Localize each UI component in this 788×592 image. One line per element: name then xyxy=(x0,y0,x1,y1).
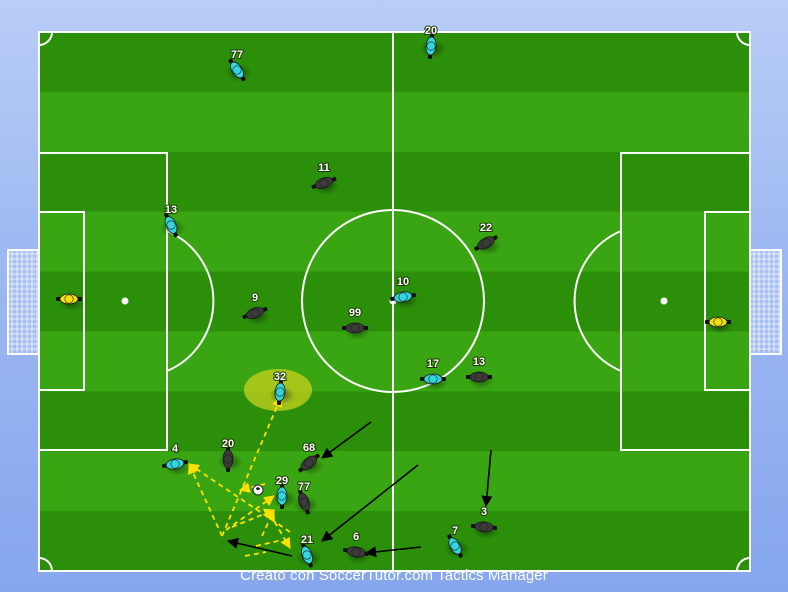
player-cyan-21[interactable]: 21 xyxy=(296,533,322,569)
player-number-label: 20 xyxy=(425,25,437,37)
ball[interactable] xyxy=(252,484,264,496)
run-arrow xyxy=(321,464,419,542)
player-number-label: 22 xyxy=(480,222,492,234)
pass-line xyxy=(221,396,283,537)
pass-line xyxy=(244,551,267,557)
player-number-label: 13 xyxy=(165,204,177,216)
player-dark-9[interactable]: 9 xyxy=(241,291,270,325)
player-number-label: 3 xyxy=(481,506,487,518)
pass-lines xyxy=(188,396,291,557)
player-number-label: 77 xyxy=(231,49,243,61)
player-number-label: 99 xyxy=(349,307,361,319)
player-number-label: 21 xyxy=(301,534,313,546)
player-dark-6[interactable]: 6 xyxy=(342,530,371,564)
player-cyan-29[interactable]: 29 xyxy=(271,474,297,509)
corner-arc-top-left xyxy=(38,31,53,46)
player-cyan-7[interactable]: 7 xyxy=(444,524,470,560)
player-dark-11[interactable]: 11 xyxy=(310,161,339,195)
player-dark-99[interactable]: 99 xyxy=(342,306,370,340)
player-number-label: 20 xyxy=(222,438,234,450)
player-number-label: 11 xyxy=(318,162,330,174)
pass-line xyxy=(238,482,266,493)
pass-line xyxy=(269,513,291,549)
player-cyan-77[interactable]: 77 xyxy=(225,48,252,84)
player-number-label: 10 xyxy=(397,276,409,288)
pass-line xyxy=(261,509,275,537)
player-number-label: 13 xyxy=(473,356,485,368)
player-cyan-17[interactable]: 17 xyxy=(420,357,448,391)
player-dark-68[interactable]: 68 xyxy=(296,441,324,475)
movement-arrows xyxy=(226,421,493,558)
player-number-label: 32 xyxy=(274,371,286,383)
corner-arc-bottom-right xyxy=(736,557,751,572)
corner-arc-top-right xyxy=(736,31,751,46)
right-penalty-spot xyxy=(660,297,668,305)
pass-line xyxy=(225,495,275,531)
player-number-label: 6 xyxy=(353,531,359,543)
player-cyan-20[interactable]: 20 xyxy=(420,24,446,60)
run-arrow xyxy=(364,546,422,558)
pass-line xyxy=(255,539,283,547)
player-number-label: 9 xyxy=(252,292,258,304)
player-dark-13[interactable]: 13 xyxy=(466,355,494,389)
run-arrow xyxy=(321,421,372,459)
player-cyan-4[interactable]: 4 xyxy=(161,442,190,476)
player-cyan-10[interactable]: 10 xyxy=(389,275,418,309)
goalkeeper-right[interactable] xyxy=(705,316,733,334)
run-arrow xyxy=(226,537,293,557)
player-number-label: 29 xyxy=(276,475,288,487)
right-penalty-arc xyxy=(573,230,622,372)
player-number-label: 4 xyxy=(172,443,179,455)
credit-text: Creato con SoccerTutor.com Tactics Manag… xyxy=(240,567,548,584)
player-dark-77[interactable]: 77 xyxy=(293,480,319,516)
run-arrow xyxy=(481,449,493,508)
pass-line xyxy=(188,463,223,537)
player-cyan-32[interactable]: 32 xyxy=(269,370,295,406)
center-circle xyxy=(301,209,485,393)
player-dark-20[interactable]: 20 xyxy=(217,437,243,472)
player-dark-3[interactable]: 3 xyxy=(470,505,499,539)
player-dark-22[interactable]: 22 xyxy=(472,221,501,255)
left-goal xyxy=(7,249,40,355)
left-penalty-arc xyxy=(166,230,215,372)
goalkeeper-left[interactable] xyxy=(56,293,84,311)
corner-arc-bottom-left xyxy=(38,557,53,572)
player-cyan-13[interactable]: 13 xyxy=(160,203,186,239)
player-number-label: 68 xyxy=(303,442,315,454)
right-goal xyxy=(749,249,782,355)
left-penalty-spot xyxy=(121,297,129,305)
player-number-label: 77 xyxy=(298,481,310,493)
player-number-label: 17 xyxy=(427,358,439,370)
player-number-label: 7 xyxy=(452,525,458,537)
